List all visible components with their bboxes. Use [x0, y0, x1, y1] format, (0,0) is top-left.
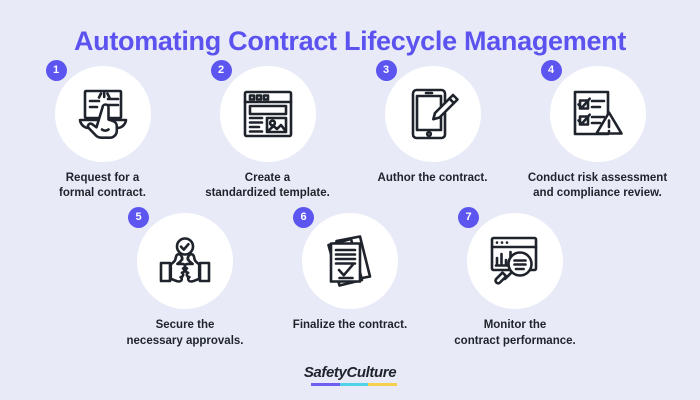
step-5-icon-wrap: 5 [128, 207, 233, 310]
step-7-badge: 7 [458, 207, 479, 229]
step-4-disc [549, 66, 646, 162]
logo-underline-purple [310, 383, 340, 386]
step-6-badge: 6 [293, 207, 314, 229]
step-1-icon-wrap: 1 [45, 60, 151, 162]
logo-text-safety: Safety [303, 364, 347, 381]
step-2-disc [219, 66, 316, 162]
step-2-icon-wrap: 2 [210, 60, 316, 162]
steps-container: 1 [0, 60, 700, 349]
tablet-pen-icon [406, 87, 460, 141]
logo-text-culture: Culture [346, 364, 397, 381]
step-2-badge: 2 [210, 60, 232, 81]
safetyculture-logo: SafetyCulture [303, 364, 397, 386]
step-3-caption: Author the contract. [377, 172, 488, 184]
dashboard-magnifier-icon [487, 234, 543, 288]
step-4: 4 [515, 60, 680, 201]
step-5-badge: 5 [128, 207, 149, 229]
thumbs-up-approval-icon [156, 237, 214, 285]
step-3: 3 A [350, 60, 515, 186]
step-6: 6 F [268, 207, 433, 333]
step-6-icon-wrap: 6 [293, 207, 398, 310]
logo-underline-yellow [368, 383, 397, 386]
step-2: 2 [185, 60, 350, 201]
step-4-icon-wrap: 4 [540, 60, 646, 162]
document-stack-check-icon [324, 234, 376, 288]
hand-tap-document-icon [75, 88, 131, 140]
logo-underline [310, 383, 397, 386]
step-6-disc [302, 213, 398, 310]
step-4-badge: 4 [540, 60, 562, 81]
step-7: 7 [433, 207, 598, 348]
steps-row-top: 1 [0, 60, 700, 201]
step-1: 1 [20, 60, 185, 201]
step-3-badge: 3 [375, 60, 397, 81]
browser-template-icon [242, 88, 294, 140]
page-title: Automating Contract Lifecycle Management [73, 26, 627, 56]
step-1-badge: 1 [45, 60, 67, 81]
checklist-warning-icon [571, 88, 625, 140]
footer: SafetyCulture [0, 364, 700, 386]
step-5: 5 S [103, 207, 268, 348]
step-7-disc [467, 213, 563, 310]
step-5-disc [137, 213, 233, 310]
logo-underline-cyan [339, 383, 369, 386]
step-3-disc [384, 66, 481, 162]
step-6-caption: Finalize the contract. [292, 319, 408, 332]
step-3-icon-wrap: 3 [375, 60, 481, 162]
step-7-icon-wrap: 7 [458, 207, 563, 310]
step-1-disc [54, 66, 151, 162]
steps-row-bottom: 5 S [0, 207, 700, 348]
